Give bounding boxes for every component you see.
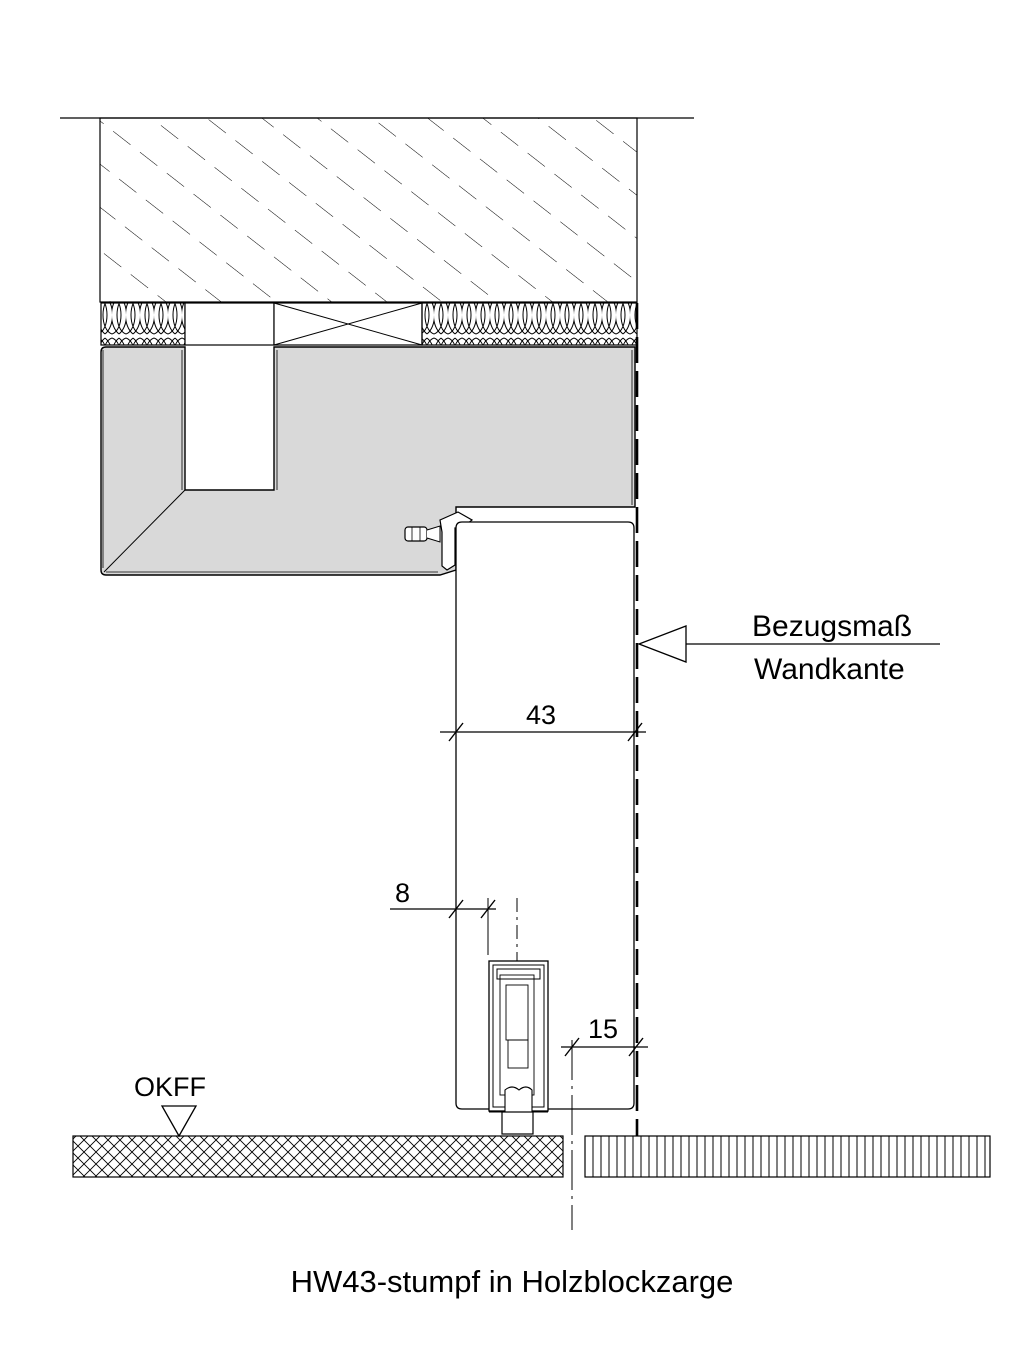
dimension-15-label: 15 bbox=[588, 1014, 618, 1044]
reference-label-line1: Bezugsmaß bbox=[752, 610, 912, 643]
timber-block bbox=[273, 302, 423, 346]
dimension-43-label: 43 bbox=[526, 700, 556, 730]
insulation-right bbox=[421, 302, 638, 346]
dimension-43: 43 bbox=[440, 700, 646, 742]
dimension-15: 15 bbox=[561, 1014, 648, 1230]
floor-covering-right bbox=[584, 1135, 991, 1178]
reference-arrow-icon bbox=[637, 625, 687, 663]
reference-callout: Bezugsmaß Wandkante bbox=[637, 610, 940, 686]
wall-section bbox=[60, 117, 694, 303]
insulation-left bbox=[100, 302, 186, 346]
floor-level-marker: OKFF bbox=[134, 1072, 206, 1138]
drop-down-seal bbox=[488, 898, 549, 1135]
dimension-8: 8 bbox=[390, 878, 496, 955]
floor-section bbox=[72, 1135, 991, 1178]
floor-level-label: OKFF bbox=[134, 1072, 206, 1102]
seal-profile bbox=[404, 511, 474, 571]
drawing-caption: HW43-stumpf in Holzblockzarge bbox=[291, 1264, 734, 1299]
wall-hatch bbox=[99, 117, 638, 303]
frame-miter bbox=[103, 489, 186, 573]
floor-level-triangle-icon bbox=[160, 1105, 198, 1138]
block-frame bbox=[100, 346, 636, 576]
dimension-8-label: 8 bbox=[395, 878, 410, 908]
reference-label-line2: Wandkante bbox=[754, 653, 905, 686]
floor-screed-left bbox=[72, 1135, 564, 1178]
block-frame-profile bbox=[100, 346, 636, 576]
insulation-layer bbox=[100, 302, 638, 346]
insulation-void bbox=[184, 302, 275, 346]
